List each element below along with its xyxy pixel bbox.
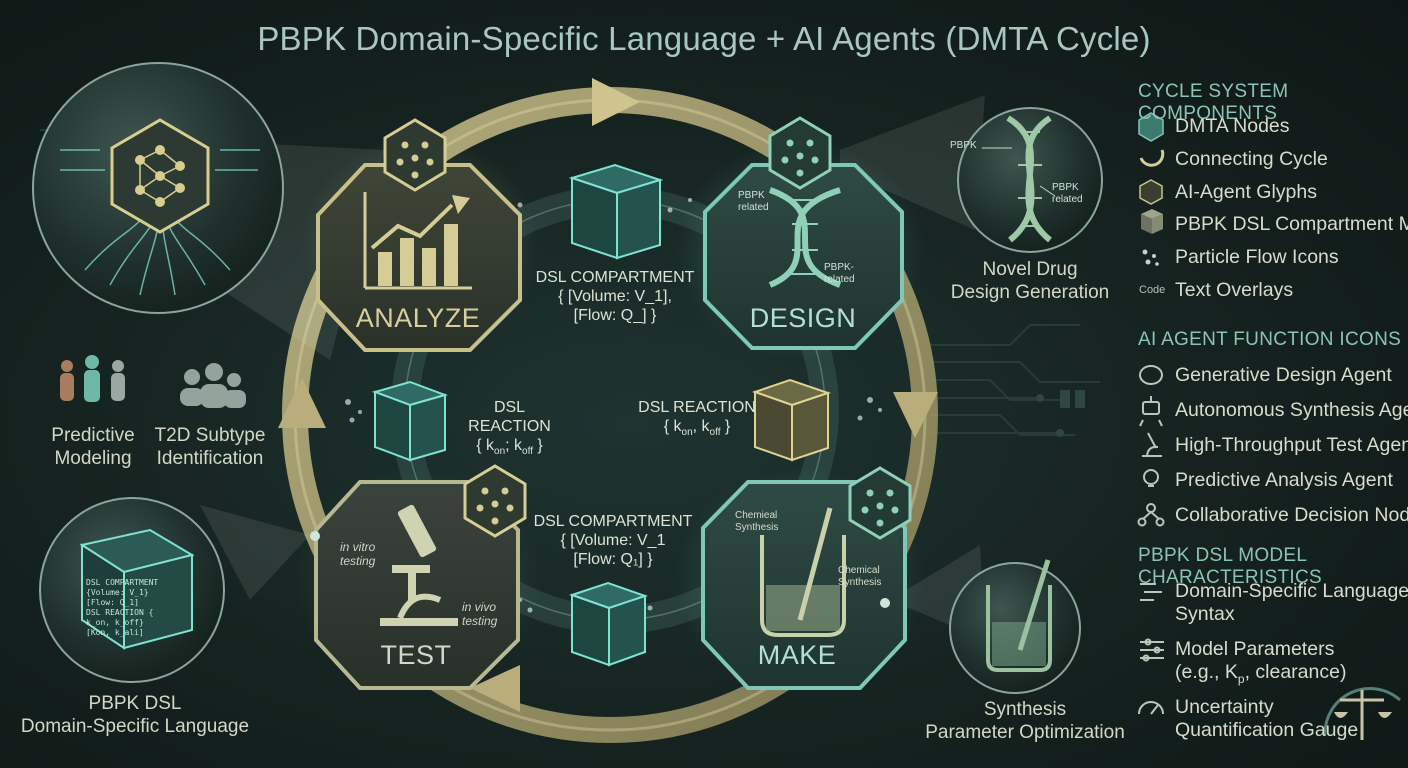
hexagon-icon [1138,112,1164,142]
ai-neural-bubble [32,62,284,314]
dsl-compartment-top-volume: { [Volume: V_1], [558,288,672,305]
ai-glyph-analyze-icon [383,118,447,192]
pbpk-related-label-2: PBPK- related [824,262,855,285]
legend-generative-design: Generative Design Agent [1175,364,1392,386]
page-title: PBPK Domain-Specific Language + AI Agent… [257,20,1151,57]
legend-connecting-cycle: Connecting Cycle [1175,148,1328,170]
legend-collaborative-decision: Collaborative Decision Node [1175,504,1408,526]
design-node[interactable] [675,140,925,360]
legend-dmta-nodes: DMTA Nodes [1175,115,1290,137]
analyze-label: ANALYZE [355,303,481,333]
group-people-icon [180,363,246,408]
make-label: MAKE [757,640,837,670]
arrow-right-icon [893,392,938,438]
dsl-compartment-bottom-volume: { [Volume: V_1 [560,532,666,549]
connector-dot [880,598,890,608]
arrow-top-icon [592,78,640,126]
legend-components-heading: CYCLE SYSTEM COMPONENTS [1138,81,1289,124]
network-icon [1137,503,1165,527]
legend-particle-flow: Particle Flow Icons [1175,246,1339,268]
ai-glyph-make-icon [848,466,912,540]
gauge-icon [1138,701,1164,715]
test-label: TEST [380,640,452,670]
arrow-bottom-icon [470,665,520,712]
design-label: DESIGN [749,303,857,333]
syntax-icon [1140,583,1162,601]
bulb-icon [1143,469,1159,487]
cycle-icon [1139,149,1165,167]
microscope-icon [1142,432,1162,457]
legend-icons [1137,112,1165,715]
dsl-reaction-right: DSL REACTION { kon, koff } [638,398,756,442]
in-vivo-label: in vivo testing [462,600,498,628]
in-vitro-label: in vitro testing [340,540,376,568]
sliders-icon [1140,638,1164,662]
dsl-reaction-right-rates: { kon, koff } [663,418,731,439]
pbpk-dna-related-label: PBPK related [1052,182,1083,205]
robot-icon [1139,396,1163,427]
cube-code-text: DSL COMPARTMENT {Volume: V_1} [Flow: Q_1… [86,578,159,637]
scale-gauge-icon [1323,687,1401,740]
chemical-synthesis-label-2: Chemical Synthesis [838,565,882,588]
legend-autonomous-synthesis: Autonomous Synthesis Agent [1175,399,1408,421]
dna-bubble [957,107,1103,253]
legend-high-throughput: High-Throughput Test Agent [1175,434,1408,456]
legend-predictive-analysis: Predictive Analysis Agent [1175,469,1393,491]
arrow-left-icon [278,378,326,428]
ai-glyph-test-icon [463,464,527,538]
connector-dot [310,531,320,541]
legend-text-overlays: Text Overlays [1175,279,1294,301]
dsl-cube-top [568,163,664,260]
dsl-compartment-top: DSL COMPARTMENT { [Volume: V_1], [Flow: … [530,268,700,325]
pbpk-dsl-bubble [39,497,225,683]
human-figures-icon [60,355,125,402]
connecting-cycle [278,78,938,743]
dsl-compartment-bottom-flow: [Flow: Q₁] } [573,551,653,568]
legend-pbpk-cube: PBPK DSL Compartment Models [1175,213,1408,235]
dsl-compartment-top-flow: [Flow: Q_] } [573,307,657,324]
ai-glyph-icon [1139,179,1163,205]
legend-ai-agent-glyphs: AI-Agent Glyphs [1175,181,1317,203]
dsl-reaction-left: DSL REACTION { kon; koff } [452,398,567,461]
dsl-compartment-bottom-title: DSL COMPARTMENT [533,513,693,530]
legend-model-parameters: Model Parameters (e.g., Kp, clearance) [1175,638,1347,686]
cube-icon [1141,209,1163,234]
code-icon: Code [1139,284,1166,296]
particles-icon [1142,249,1159,266]
analyze-node[interactable] [300,135,540,355]
dsl-reaction-right-title: DSL REACTION [638,399,756,416]
dsl-cube-left [371,380,449,462]
pbpk-related-label-1: PBPK related [738,190,769,213]
dsl-reaction-left-title: DSL REACTION [468,399,551,435]
ai-glyph-design-icon [768,116,832,190]
beaker-bubble [949,559,1081,694]
brain-icon [1139,365,1163,385]
dsl-cube-right [751,378,832,462]
chemical-synthesis-label-1: Chemieal Synthesis [735,510,779,533]
legend-dsl-heading: PBPK DSL MODEL CHARACTERISTICS [1138,545,1322,588]
circuit-traces [40,129,1100,436]
dsl-compartment-top-title: DSL COMPARTMENT [535,269,695,286]
dsl-reaction-left-rates: { kon; koff } [476,437,543,458]
dsl-cube-bottom [568,581,649,667]
pbpk-dna-label: PBPK [950,140,977,151]
dsl-compartment-bottom: DSL COMPARTMENT { [Volume: V_1 [Flow: Q₁… [528,512,698,569]
legend-agents-heading: AI AGENT FUNCTION ICONS [1138,329,1402,350]
